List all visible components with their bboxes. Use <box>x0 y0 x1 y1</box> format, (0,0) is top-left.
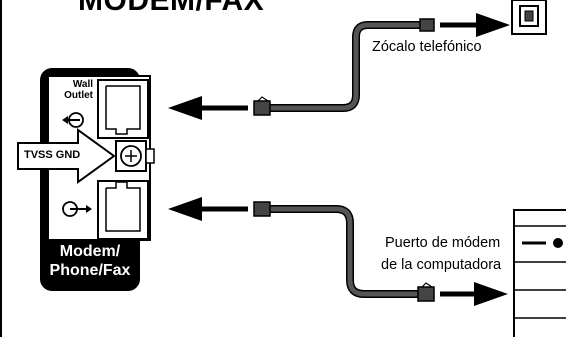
wall-outlet-jack-slot <box>105 85 141 135</box>
lower-cable-outline <box>268 205 420 298</box>
tvss-gnd-label: TVSS GND <box>24 149 81 161</box>
computer-port-led <box>553 238 563 248</box>
lower-plug-computer-end <box>417 286 435 302</box>
diagram-title: MODEM/FAX <box>78 0 265 17</box>
lower-plug-modem-end <box>253 201 271 217</box>
modem-label-line2: Phone/Fax <box>49 262 131 279</box>
modem-label: Modem/ Phone/Fax <box>40 242 140 280</box>
wall-outlet-label-line2: Outlet <box>64 90 93 101</box>
arrow-to-wall-outlet-jack-head <box>168 96 202 120</box>
wall-socket-label: Zócalo telefónico <box>372 39 482 55</box>
upper-plug-modem-end <box>253 100 271 116</box>
modem-label-line1: Modem/ <box>59 243 121 260</box>
wall-outlet-label: Wall Outlet <box>57 79 93 101</box>
upper-cable <box>268 22 430 111</box>
wall-outlet-label-line1: Wall <box>72 79 93 90</box>
tvss-screw-tab <box>145 148 155 164</box>
computer-port-label-line2: de la computadora <box>381 257 502 273</box>
tvss-gnd-arrow <box>17 128 116 184</box>
upper-cable-outline <box>268 21 430 112</box>
arrow-to-phone-jack-head <box>168 197 202 221</box>
wall-outlet-icon-arrowhead <box>62 116 68 124</box>
upper-plug-socket-end <box>419 18 435 32</box>
arrow-to-wall-socket-head <box>476 13 510 37</box>
computer-port-label-line1: Puerto de módem <box>385 235 501 251</box>
computer-tower <box>513 209 566 337</box>
arrow-to-computer-head <box>474 282 508 306</box>
lower-cable <box>268 206 420 297</box>
phone-icon-arrowhead <box>86 205 92 213</box>
phone-jack-slot <box>105 181 141 232</box>
